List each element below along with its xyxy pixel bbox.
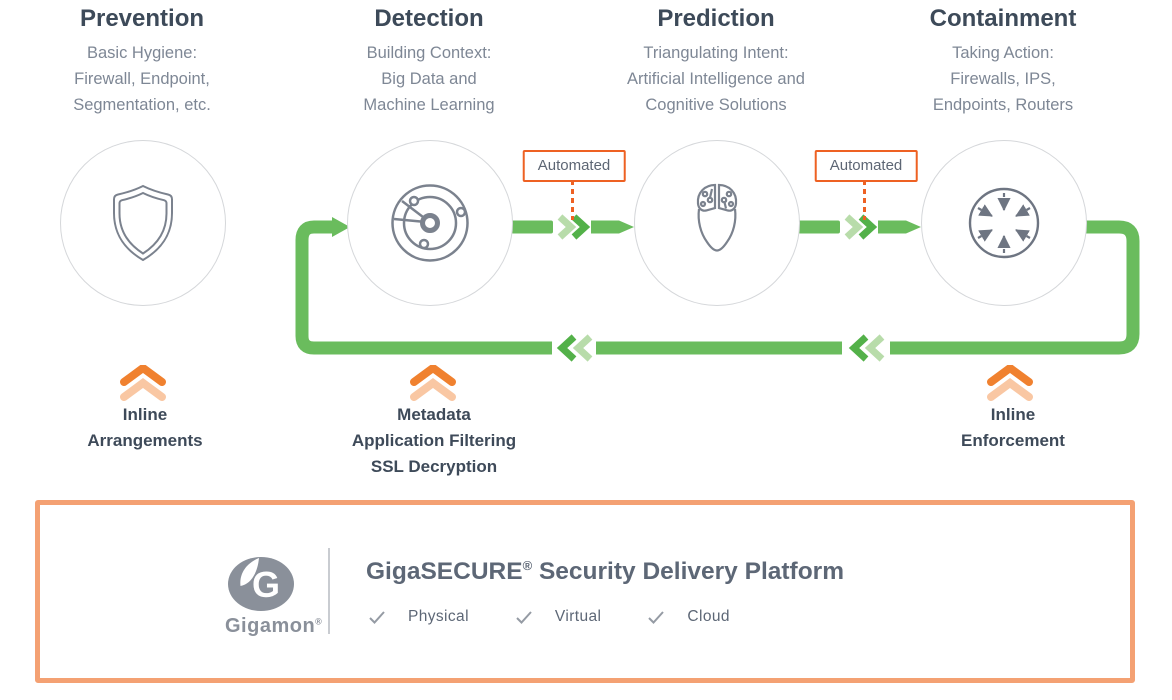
column-detection-header: Detection Building Context: Big Data and… (284, 2, 574, 118)
feedback-loop (295, 220, 1140, 355)
svg-text:G: G (252, 564, 280, 605)
gigamon-logo-block: G Gigamon® (225, 555, 323, 638)
feature-physical: Physical (368, 608, 469, 626)
up-chevrons-prevention (120, 365, 166, 401)
tech-label-detection: Metadata Application Filtering SSL Decry… (351, 405, 517, 476)
loop-back-chevrons (556, 334, 885, 362)
detection-title: Detection (374, 5, 484, 32)
prediction-title: Prediction (657, 5, 775, 32)
automated-badge-1: Automated (522, 150, 626, 182)
platform-features: Physical Virtual Cloud (368, 608, 730, 626)
ai-head-icon (696, 183, 738, 252)
arrow-prediction-to-containment (798, 214, 921, 240)
gigamon-logo-text: Gigamon® (225, 615, 323, 637)
prevention-circle (60, 140, 226, 306)
prediction-subtitle: Triangulating Intent: Artificial Intelli… (627, 44, 805, 114)
automated-connector-2 (863, 180, 866, 220)
gigamon-logo-icon: G (228, 557, 294, 611)
containment-subtitle: Taking Action: Firewalls, IPS, Endpoints… (932, 44, 1074, 114)
column-containment-header: Containment Taking Action: Firewalls, IP… (858, 2, 1148, 118)
up-chevrons-detection (410, 365, 456, 401)
column-prevention-header: Prevention Basic Hygiene: Firewall, Endp… (0, 2, 287, 118)
containment-icon (968, 187, 1040, 259)
loop-arrowhead (332, 217, 350, 237)
arrow-detection-to-prediction (511, 214, 634, 240)
containment-title: Containment (929, 5, 1077, 32)
automated-connector-1 (571, 180, 574, 220)
column-prediction-header: Prediction Triangulating Intent: Artific… (571, 2, 861, 118)
detection-subtitle: Building Context: Big Data and Machine L… (363, 44, 495, 114)
platform-title: GigaSECURE® Security Delivery Platform (366, 558, 844, 586)
detection-circle (347, 140, 513, 306)
prevention-title: Prevention (79, 5, 205, 32)
check-icon (648, 610, 665, 624)
automated-badge-2: Automated (814, 150, 918, 182)
shield-icon (113, 184, 173, 262)
tech-label-containment: Inline Enforcement (961, 405, 1065, 450)
feature-virtual: Virtual (515, 608, 601, 626)
up-chevrons-containment (987, 365, 1033, 401)
prevention-subtitle: Basic Hygiene: Firewall, Endpoint, Segme… (73, 44, 211, 114)
prediction-circle (634, 140, 800, 306)
check-icon (516, 610, 532, 624)
check-icon (369, 610, 385, 624)
platform-box: G Gigamon® GigaSECURE® Security Delivery… (35, 500, 1135, 683)
containment-circle (921, 140, 1087, 306)
radar-icon (391, 184, 469, 262)
tech-label-prevention: Inline Arrangements (87, 405, 203, 450)
feature-cloud: Cloud (647, 608, 730, 626)
logo-divider (328, 548, 330, 634)
